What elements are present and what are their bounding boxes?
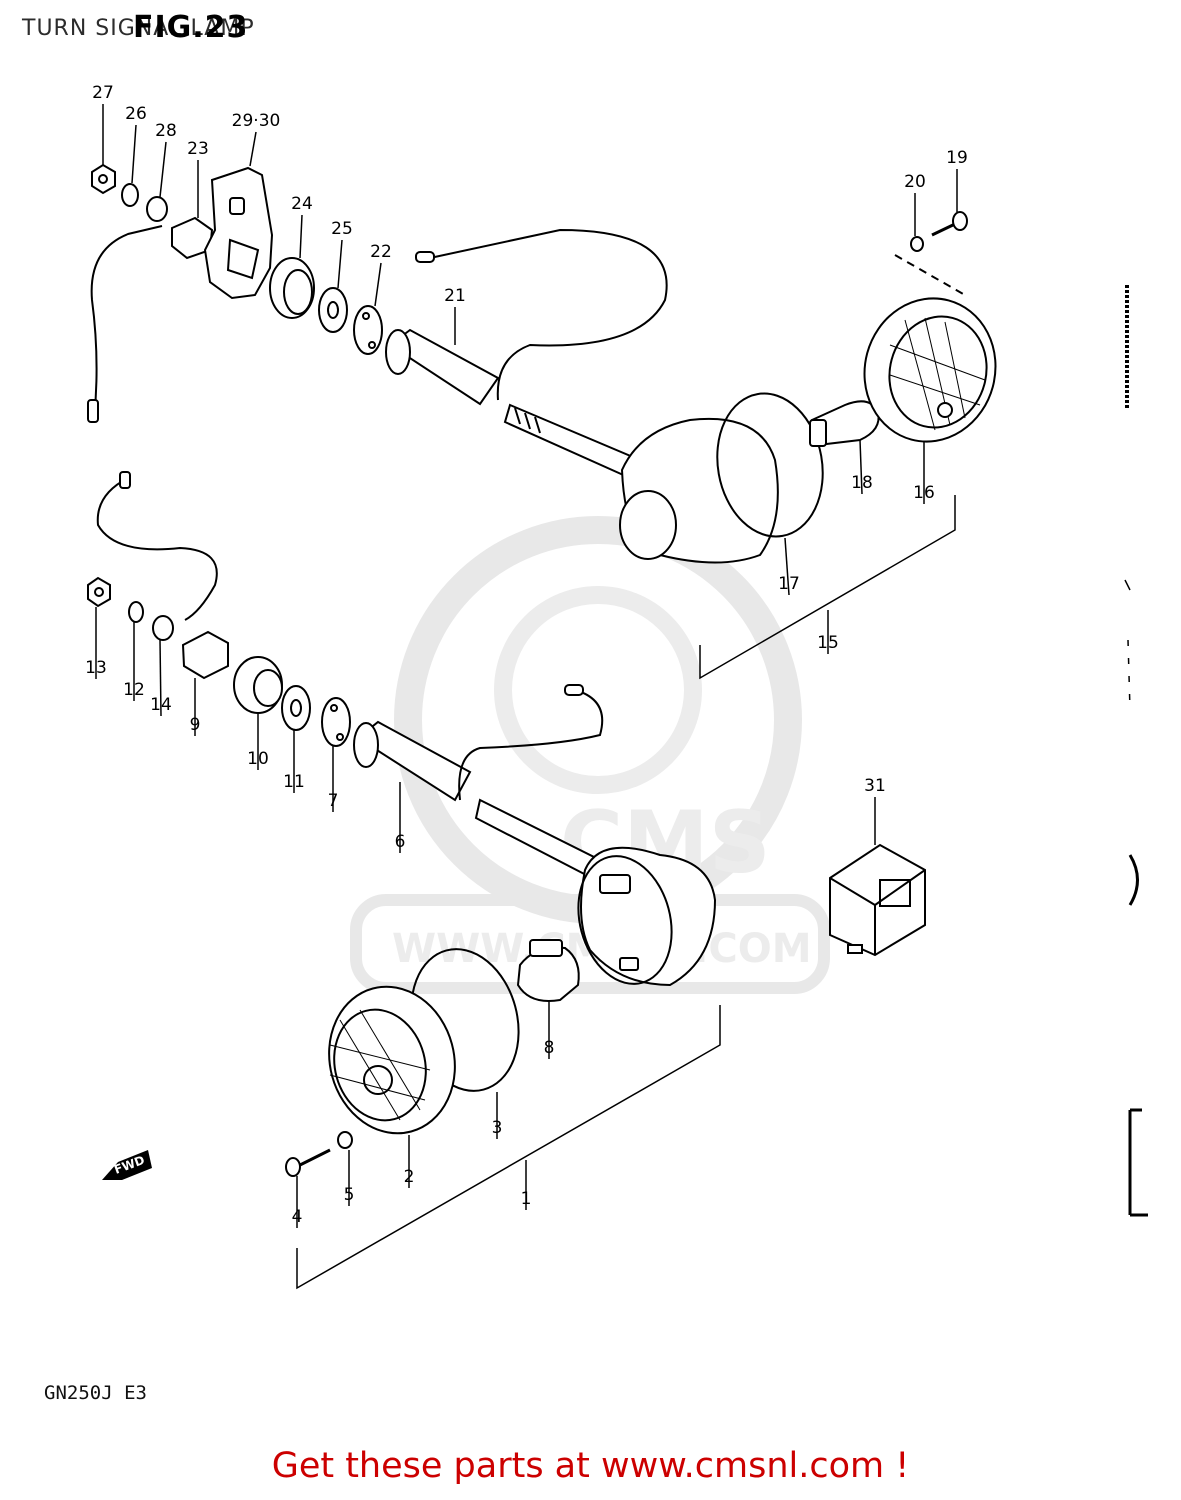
- group-bracket-1: [296, 1005, 721, 1290]
- gasket-part-17: [716, 392, 824, 538]
- leader-lines: [296, 495, 956, 1290]
- part-number-28: 28: [155, 121, 177, 141]
- wire-lead-lower: [458, 689, 604, 801]
- wire-lead-lower-left: [96, 477, 218, 621]
- part-number-24: 24: [291, 194, 313, 214]
- leader-line-29-30: [249, 131, 257, 167]
- leader-line-26: [131, 124, 137, 184]
- part-number-15: 15: [817, 633, 839, 653]
- upper-turn-signal-assembly: [87, 163, 997, 564]
- part-number-20: 20: [904, 172, 926, 192]
- wire-lead-upper-left: [90, 225, 163, 421]
- model-code: GN250J E3: [44, 1382, 147, 1404]
- part-number-callouts: 1234567891011121314151617181920212223242…: [85, 83, 968, 1228]
- part-number-9: 9: [190, 715, 201, 735]
- part-number-31: 31: [864, 776, 886, 796]
- lower-turn-signal-assembly: [87, 471, 717, 1177]
- part-number-2: 2: [404, 1167, 415, 1187]
- group-bracket-15: [699, 495, 956, 680]
- part-number-4: 4: [292, 1207, 303, 1227]
- part-number-22: 22: [370, 242, 392, 262]
- washer-part-20: [910, 236, 924, 252]
- washer-part-28: [146, 196, 168, 222]
- part-number-16: 16: [913, 483, 935, 503]
- leader-line-17: [784, 537, 790, 596]
- washer-part-14: [152, 615, 174, 641]
- part-number-1: 1: [521, 1189, 532, 1209]
- wire-lead-upper: [429, 228, 668, 401]
- forward-arrow-icon: FWD: [102, 1150, 152, 1180]
- part-number-5: 5: [344, 1185, 355, 1205]
- plate-part-22: [353, 305, 383, 355]
- part-number-12: 12: [123, 680, 145, 700]
- leader-line-14: [159, 639, 162, 717]
- part-number-19: 19: [946, 148, 968, 168]
- part-number-26: 26: [125, 104, 147, 124]
- part-number-25: 25: [331, 219, 353, 239]
- section-title: TURN SIGNAL LAMP: [22, 16, 255, 41]
- leader-line-28: [159, 141, 167, 198]
- terminal-part-9: [181, 630, 229, 680]
- screw-part-19: [931, 222, 956, 237]
- bracket-part-29-30: [203, 166, 274, 300]
- part-number-18: 18: [851, 473, 873, 493]
- parts-shop-banner: Get these parts at www.cmsnl.com !: [271, 1446, 910, 1486]
- washer-part-5: [337, 1131, 353, 1149]
- plate-part-7: [321, 697, 351, 747]
- part-number-11: 11: [283, 772, 305, 792]
- figure-title: FIG.23: [133, 10, 249, 45]
- washer-part-12: [128, 601, 144, 623]
- part-number-21: 21: [444, 286, 466, 306]
- part-number-17: 17: [778, 574, 800, 594]
- washer-part-26: [121, 183, 139, 207]
- scan-artifacts: [1124, 285, 1148, 1217]
- part-number-27: 27: [92, 83, 114, 103]
- part-number-8: 8: [544, 1038, 555, 1058]
- part-number-14: 14: [150, 695, 172, 715]
- leader-line-24: [299, 214, 303, 259]
- part-number-10: 10: [247, 749, 269, 769]
- leader-line-18: [859, 439, 863, 495]
- part-number-7: 7: [328, 791, 339, 811]
- part-number-23: 23: [187, 139, 209, 159]
- screw-part-4: [299, 1148, 331, 1167]
- part-number-6: 6: [395, 832, 406, 852]
- leader-line-25: [337, 239, 343, 289]
- part-number-3: 3: [492, 1118, 503, 1138]
- part-number-13: 13: [85, 658, 107, 678]
- part-number-29-30: 29·30: [232, 111, 281, 131]
- leader-line-22: [374, 262, 382, 307]
- turn-signal-relay-part-31: [829, 843, 926, 957]
